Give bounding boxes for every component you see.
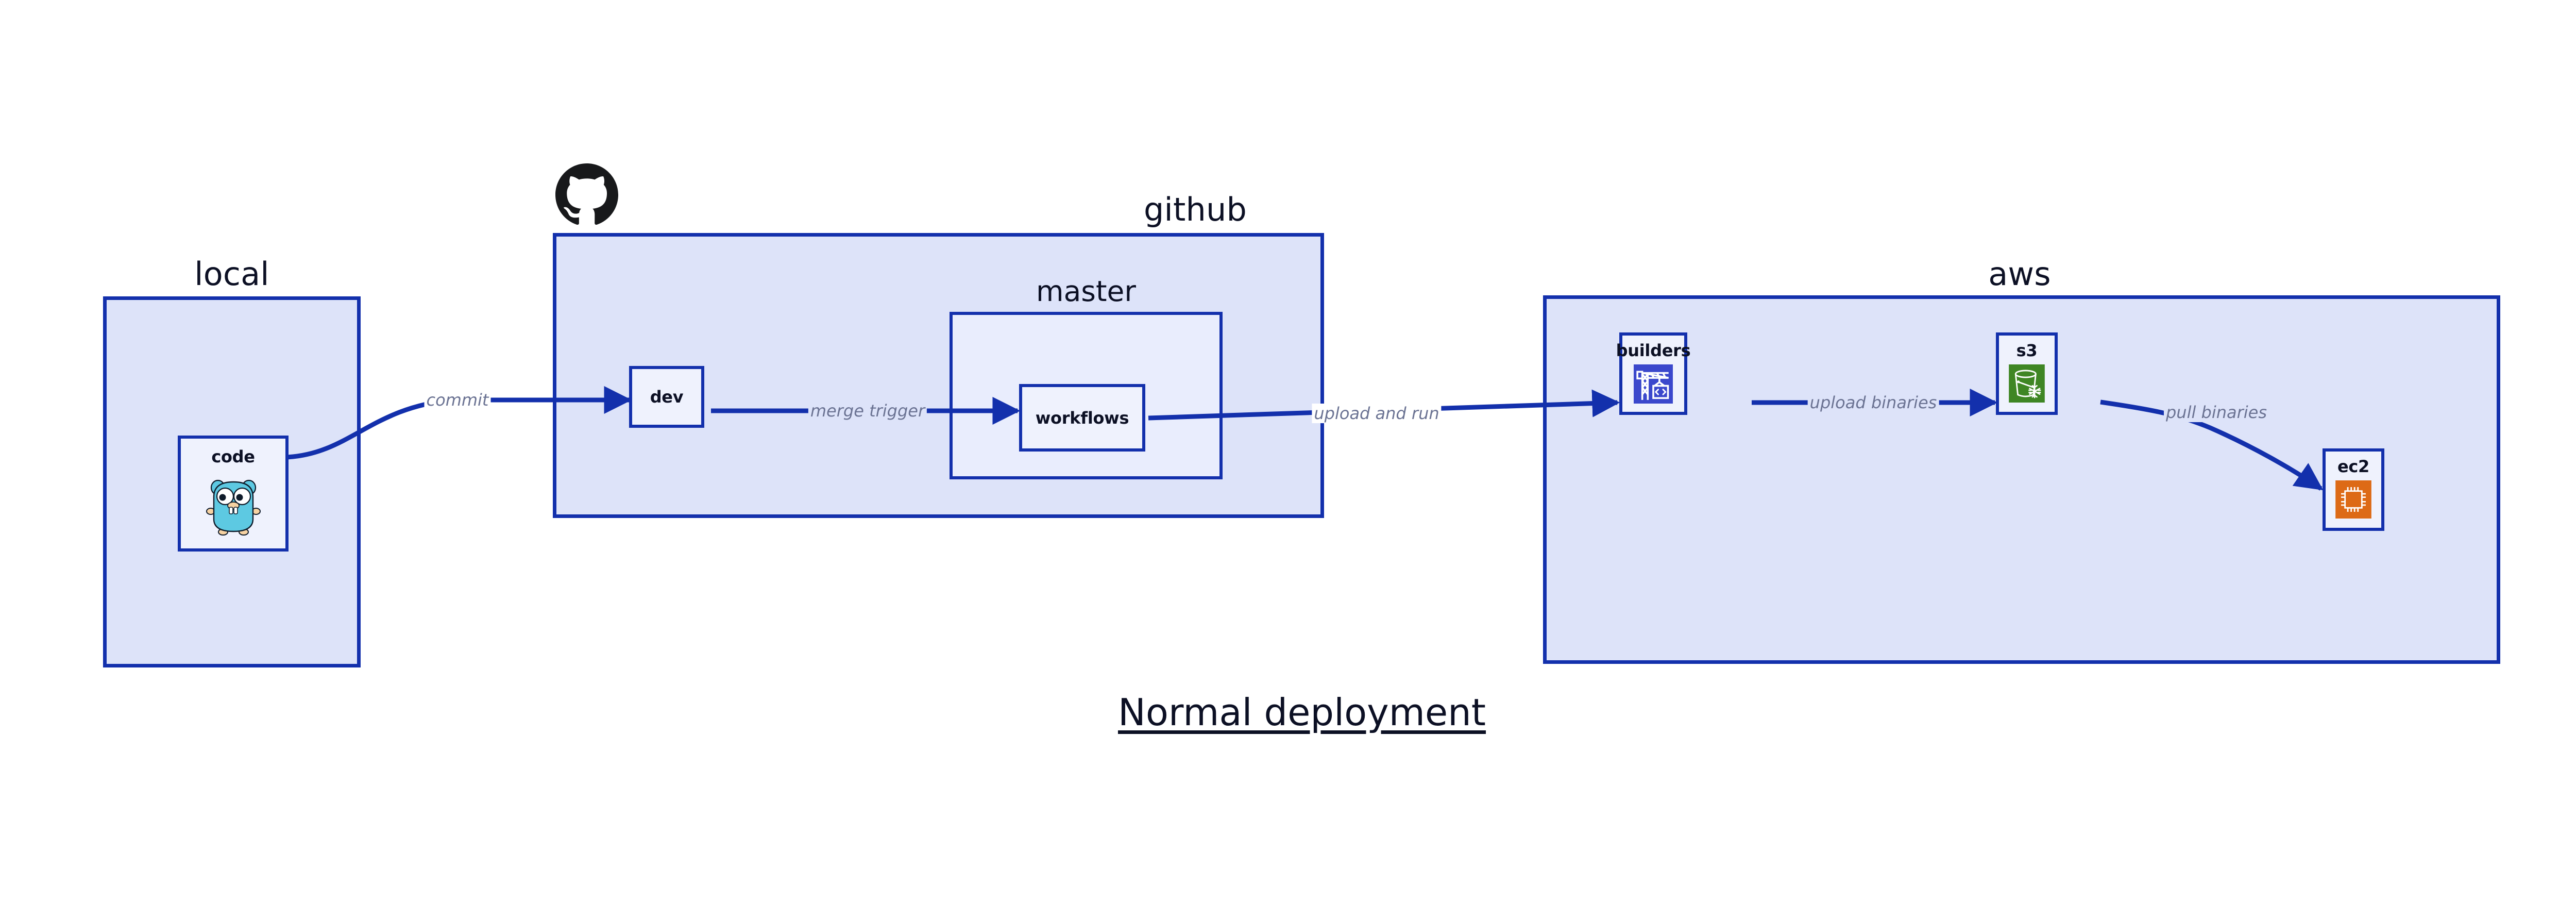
aws-s3-glacier-icon xyxy=(2009,364,2045,405)
node-builders-label: builders xyxy=(1616,341,1691,360)
node-s3[interactable]: s3 xyxy=(1996,332,2058,415)
node-dev[interactable]: dev xyxy=(629,366,704,428)
node-builders[interactable]: builders xyxy=(1616,332,1691,415)
edge-label-merge-trigger: merge trigger xyxy=(808,401,927,421)
node-workflows-label: workflows xyxy=(1035,408,1129,428)
aws-codebuild-icon xyxy=(1634,364,1673,406)
group-label-aws: aws xyxy=(1988,255,2051,293)
edge-label-commit: commit xyxy=(424,390,491,410)
node-s3-label: s3 xyxy=(2016,341,2038,360)
node-ec2[interactable]: ec2 xyxy=(2323,448,2384,531)
subgroup-label-master: master xyxy=(1036,275,1136,308)
edge-label-pull-binaries: pull binaries xyxy=(2163,403,2269,422)
edge-label-upload-and-run: upload and run xyxy=(1312,404,1442,423)
group-label-local: local xyxy=(194,255,269,293)
group-label-github: github xyxy=(1143,191,1247,228)
node-code-label: code xyxy=(211,447,255,466)
node-ec2-label: ec2 xyxy=(2337,457,2370,476)
edge-label-upload-binaries: upload binaries xyxy=(1807,393,1939,412)
node-workflows[interactable]: workflows xyxy=(1019,384,1145,452)
github-mark-icon xyxy=(555,163,618,228)
go-gopher-icon xyxy=(205,474,262,538)
aws-ec2-icon xyxy=(2335,480,2371,521)
node-code[interactable]: code xyxy=(178,436,289,552)
node-dev-label: dev xyxy=(650,387,684,407)
diagram-title: Normal deployment xyxy=(1117,691,1486,734)
